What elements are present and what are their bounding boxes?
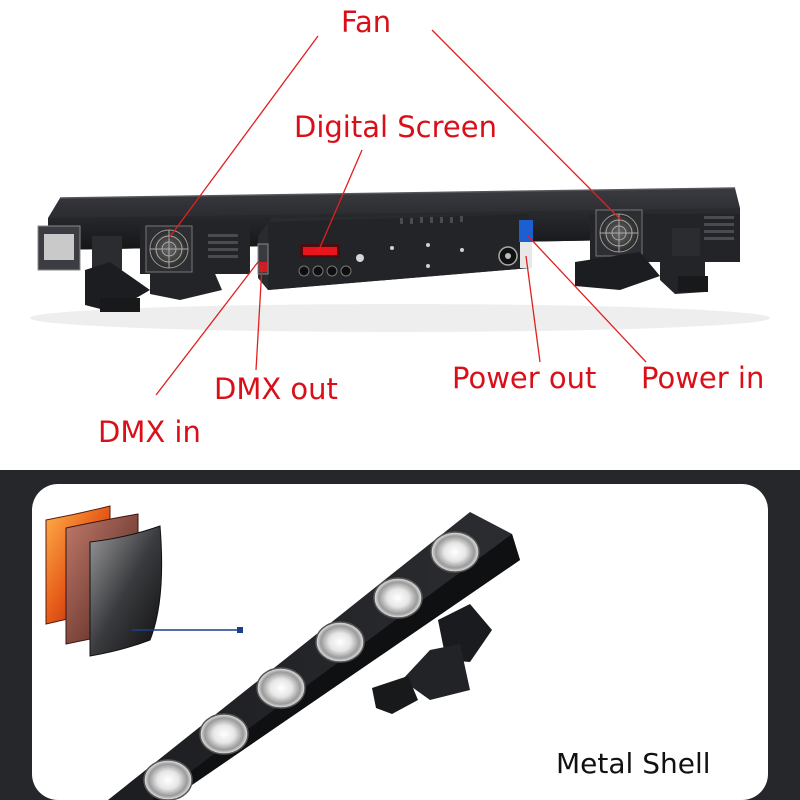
mounting-bracket-icon [575,228,708,294]
mounting-bracket-icon [372,604,492,714]
xlr-connector-icon [257,243,269,275]
callout-dmx-in: DMX in [98,415,201,449]
ir-sensor [356,254,364,262]
led-display-segments [303,247,337,255]
rear-panel-illustration [30,29,770,396]
screw [426,264,430,268]
fan-icon [595,209,643,257]
caption-metal-shell: Metal Shell [556,747,711,780]
callout-dmx-out: DMX out [214,372,338,406]
floor-shadow [30,304,770,332]
shell-link-dot [237,627,243,633]
top-vents [400,216,463,224]
led-lens-icon [143,531,480,800]
callout-power-out: Power out [452,361,597,395]
callout-power-in: Power in [641,361,765,395]
screw [390,246,394,250]
vent-slots [704,216,734,240]
control-buttons [298,265,352,277]
metal-layers-icon [45,505,163,657]
left-end-bracket-plate [44,234,74,260]
vent-slots [208,234,238,258]
callout-fan: Fan [341,5,392,39]
callout-leaders [155,29,647,396]
light-bar-edge [59,187,736,199]
fan-icon [145,225,193,273]
light-bar-side [152,534,520,800]
callout-digital-screen: Digital Screen [294,110,497,144]
light-bar-shell [108,512,520,800]
screw [426,243,430,247]
powercon-connector-icon [498,220,533,268]
screw [460,248,464,252]
